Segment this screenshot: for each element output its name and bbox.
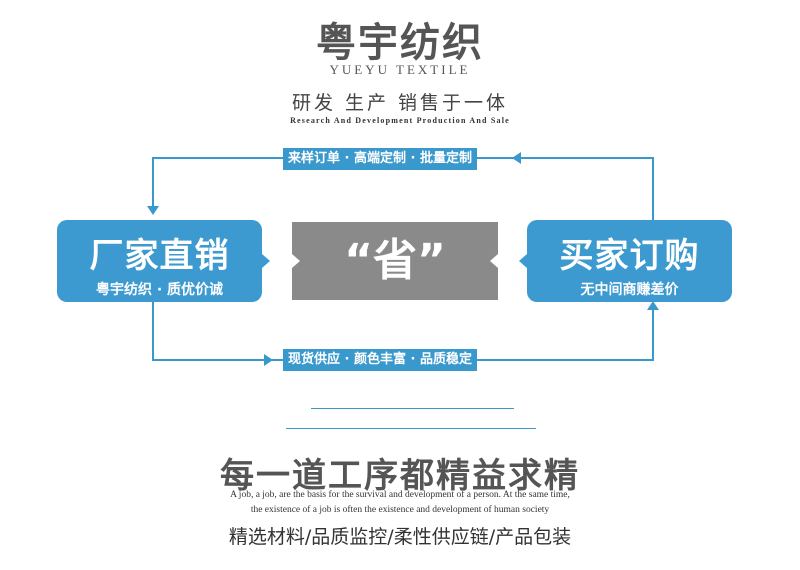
bottom-flow-tag: 现货供应 · 颜色丰富 · 品质稳定 [283, 349, 477, 371]
footer-en-line-2: the existence of a job is often the exis… [250, 505, 550, 515]
center-right-notch-icon [490, 254, 498, 268]
flow-line-top-left-vertical [152, 157, 154, 211]
divider-bottom [286, 428, 536, 429]
arrow-right-icon [264, 354, 273, 366]
brand-subtitle-en: YUEYU TEXTILE [329, 62, 471, 77]
flow-line-top-right-vertical [652, 157, 654, 221]
arrow-up-icon [647, 301, 659, 310]
buyer-order-title: 买家订购 [559, 236, 700, 276]
top-flow-tag: 来样订单 · 高端定制 · 批量定制 [283, 148, 477, 170]
footer-slogan: 精选材料/品质监控/柔性供应链/产品包装 [228, 526, 572, 548]
divider-top [311, 408, 514, 409]
flow-line-bottom-left-vertical [152, 302, 154, 360]
arrow-down-icon [147, 206, 159, 215]
factory-direct-subtitle: 粤宇纺织 · 质优价诚 [95, 282, 224, 298]
factory-direct-title: 厂家直销 [89, 236, 230, 276]
slogan-en: Research And Development Production And … [290, 116, 510, 125]
center-left-notch-icon [292, 254, 300, 268]
brand-title: 粤宇纺织 [316, 20, 484, 66]
flow-line-bottom-right-vertical [652, 308, 654, 361]
left-box-pointer-icon [262, 254, 270, 268]
save-box: “省” [292, 222, 498, 300]
buyer-order-box: 买家订购 无中间商赚差价 [527, 220, 732, 302]
buyer-order-subtitle: 无中间商赚差价 [580, 282, 679, 298]
footer-title: 每一道工序都精益求精 [220, 456, 580, 496]
factory-direct-box: 厂家直销 粤宇纺织 · 质优价诚 [57, 220, 262, 302]
right-box-pointer-icon [519, 254, 527, 268]
slogan: 研发 生产 销售于一体 [291, 92, 509, 114]
footer-en-line-1: A job, a job, are the basis for the surv… [230, 490, 570, 500]
arrow-left-icon [512, 152, 521, 164]
